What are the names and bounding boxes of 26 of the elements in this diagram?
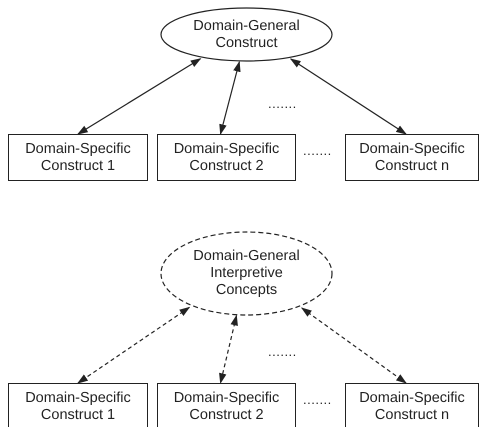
ellipsis-text: ....... (303, 392, 332, 407)
construct-box (157, 383, 296, 427)
construct-ellipse (160, 231, 333, 316)
double-arrow (219, 60, 241, 136)
node-label: Domain-Specific Construct 1 (24, 390, 132, 424)
double-arrow (300, 307, 407, 384)
double-arrow (77, 58, 202, 135)
double-arrow (77, 306, 190, 384)
construct-ellipse (160, 7, 333, 62)
ellipsis-text: ....... (268, 96, 297, 111)
node-label: Domain-General Interpretive Concepts (192, 248, 301, 299)
node-label: Domain-Specific Construct n (358, 390, 466, 424)
ellipsis-text: ....... (303, 143, 332, 158)
construct-box (8, 134, 148, 181)
construct-box (157, 134, 296, 181)
double-arrow (290, 58, 407, 135)
construct-box (345, 134, 479, 181)
ellipsis-text: ....... (268, 344, 297, 359)
construct-box (8, 383, 148, 427)
node-label: Domain-Specific Construct 1 (24, 140, 132, 174)
node-label: Domain-Specific Construct 2 (172, 140, 280, 174)
node-label: Domain-Specific Construct 2 (172, 390, 280, 424)
construct-box (345, 383, 479, 427)
node-label: Domain-General Construct (192, 18, 301, 52)
double-arrow (219, 314, 238, 384)
node-label: Domain-Specific Construct n (358, 140, 466, 174)
